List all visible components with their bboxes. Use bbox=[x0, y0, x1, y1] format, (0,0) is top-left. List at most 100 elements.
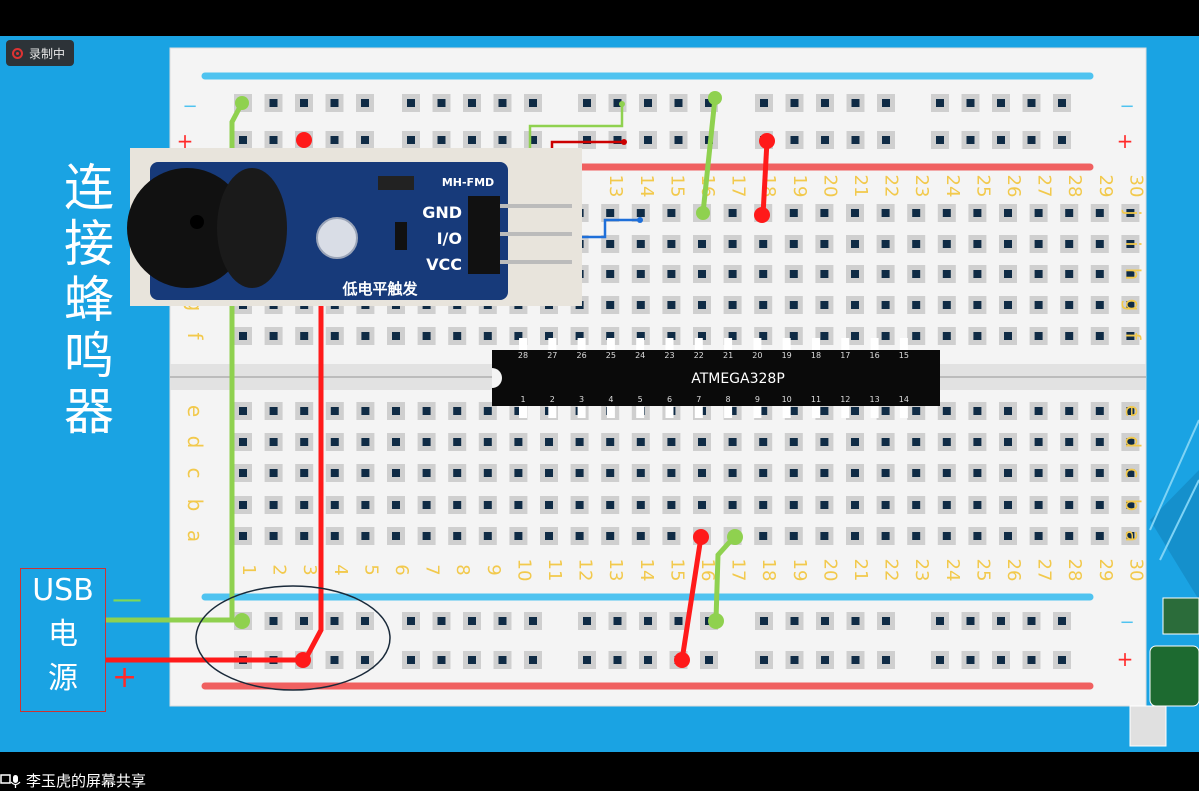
breadboard-hole bbox=[578, 94, 596, 112]
breadboard-hole bbox=[387, 496, 405, 514]
breadboard-hole bbox=[968, 235, 987, 253]
breadboard-hole bbox=[234, 464, 252, 482]
breadboard-hole bbox=[968, 327, 987, 345]
column-number: 23 bbox=[911, 559, 932, 582]
breadboard-hole bbox=[846, 131, 865, 149]
breadboard-hole bbox=[1060, 433, 1079, 451]
breadboard-hole bbox=[784, 235, 803, 253]
breadboard-hole bbox=[1121, 265, 1140, 283]
breadboard-hole bbox=[907, 496, 926, 514]
breadboard-hole bbox=[493, 94, 512, 112]
breadboard-hole bbox=[877, 612, 895, 630]
breadboard-hole bbox=[999, 496, 1017, 514]
breadboard-hole bbox=[846, 265, 864, 283]
column-number: 19 bbox=[789, 559, 810, 582]
breadboard-hole bbox=[264, 433, 283, 451]
chip-pin bbox=[782, 338, 791, 350]
decor-line bbox=[1159, 479, 1199, 561]
breadboard-hole bbox=[432, 651, 451, 669]
chip-pin bbox=[841, 338, 850, 350]
breadboard-hole bbox=[295, 402, 314, 420]
breadboard-hole bbox=[907, 327, 926, 345]
breadboard-hole bbox=[356, 612, 374, 630]
chip-pin-number: 15 bbox=[899, 351, 909, 360]
breadboard-hole bbox=[846, 402, 864, 420]
breadboard-hole bbox=[264, 402, 283, 420]
chip-pin bbox=[782, 406, 791, 418]
chip-pin-number: 7 bbox=[696, 395, 701, 404]
breadboard-hole bbox=[846, 296, 864, 314]
breadboard-hole bbox=[907, 464, 926, 482]
usb-plus-sign: + bbox=[112, 660, 138, 695]
breadboard-hole bbox=[846, 527, 864, 545]
breadboard-hole bbox=[1029, 265, 1048, 283]
breadboard-hole bbox=[968, 204, 987, 222]
breadboard-hole bbox=[463, 612, 481, 630]
breadboard-hole bbox=[356, 94, 374, 112]
chip-pin bbox=[694, 338, 703, 350]
usb-line2: 电 bbox=[48, 617, 78, 652]
breadboard-hole bbox=[968, 496, 987, 514]
breadboard-hole bbox=[570, 464, 589, 482]
column-number: 18 bbox=[758, 559, 779, 582]
breadboard-hole bbox=[937, 235, 956, 253]
chip-pin-number: 12 bbox=[840, 395, 850, 404]
breadboard-hole bbox=[295, 496, 314, 514]
chip-pin bbox=[636, 406, 645, 418]
breadboard-hole bbox=[540, 433, 558, 451]
breadboard-hole bbox=[876, 235, 895, 253]
chip-pin bbox=[870, 338, 879, 350]
breadboard-hole bbox=[1121, 235, 1140, 253]
breadboard-hole bbox=[846, 496, 864, 514]
breadboard-hole bbox=[509, 433, 528, 451]
breadboard-hole bbox=[356, 402, 375, 420]
breadboard-hole bbox=[1060, 235, 1079, 253]
breadboard-hole bbox=[1090, 204, 1109, 222]
breadboard-hole bbox=[402, 131, 420, 149]
breadboard-hole bbox=[387, 433, 405, 451]
breadboard-hole bbox=[815, 235, 834, 253]
breadboard-hole bbox=[1121, 527, 1140, 545]
breadboard-hole bbox=[478, 496, 497, 514]
highlight-ellipse bbox=[195, 585, 391, 691]
breadboard-hole bbox=[540, 496, 558, 514]
breadboard-hole bbox=[968, 527, 987, 545]
breadboard-hole bbox=[662, 204, 681, 222]
breadboard-hole bbox=[662, 296, 681, 314]
breadboard-hole bbox=[264, 131, 283, 149]
screen-share-indicator[interactable]: 李玉虎的屏幕共享 bbox=[0, 770, 146, 791]
row-letter: c bbox=[183, 468, 207, 479]
column-number: 11 bbox=[544, 559, 565, 582]
row-letter: b bbox=[1121, 499, 1145, 512]
breadboard-hole bbox=[937, 265, 956, 283]
title-char: 器 bbox=[64, 383, 114, 441]
breadboard-hole bbox=[478, 464, 497, 482]
breadboard-hole bbox=[509, 496, 528, 514]
breadboard-hole bbox=[876, 496, 895, 514]
breadboard-hole bbox=[1022, 651, 1041, 669]
breadboard-hole bbox=[1053, 131, 1071, 149]
breadboard-hole bbox=[999, 464, 1017, 482]
breadboard-hole bbox=[846, 94, 865, 112]
title-char: 连 bbox=[64, 159, 114, 217]
breadboard-hole bbox=[1060, 464, 1079, 482]
top-bar bbox=[0, 0, 1199, 36]
chip-pin bbox=[519, 338, 527, 350]
recording-indicator[interactable]: 录制中 bbox=[6, 40, 74, 66]
row-letter: a bbox=[1121, 530, 1145, 542]
breadboard-hole bbox=[1029, 464, 1048, 482]
chip-pin-number: 25 bbox=[606, 351, 616, 360]
breadboard-hole bbox=[387, 464, 405, 482]
breadboard-hole bbox=[1090, 527, 1109, 545]
chip-pin-number: 21 bbox=[723, 351, 733, 360]
row-letter: d bbox=[1121, 436, 1145, 449]
row-letter: c bbox=[1121, 468, 1145, 479]
breadboard-hole bbox=[432, 612, 451, 630]
breadboard-hole bbox=[234, 327, 252, 345]
breadboard-hole bbox=[639, 651, 657, 669]
breadboard-hole bbox=[417, 464, 436, 482]
breadboard-hole bbox=[601, 235, 620, 253]
chip-pin bbox=[606, 406, 615, 418]
column-number: 27 bbox=[1034, 559, 1055, 582]
breadboard-hole bbox=[755, 651, 773, 669]
